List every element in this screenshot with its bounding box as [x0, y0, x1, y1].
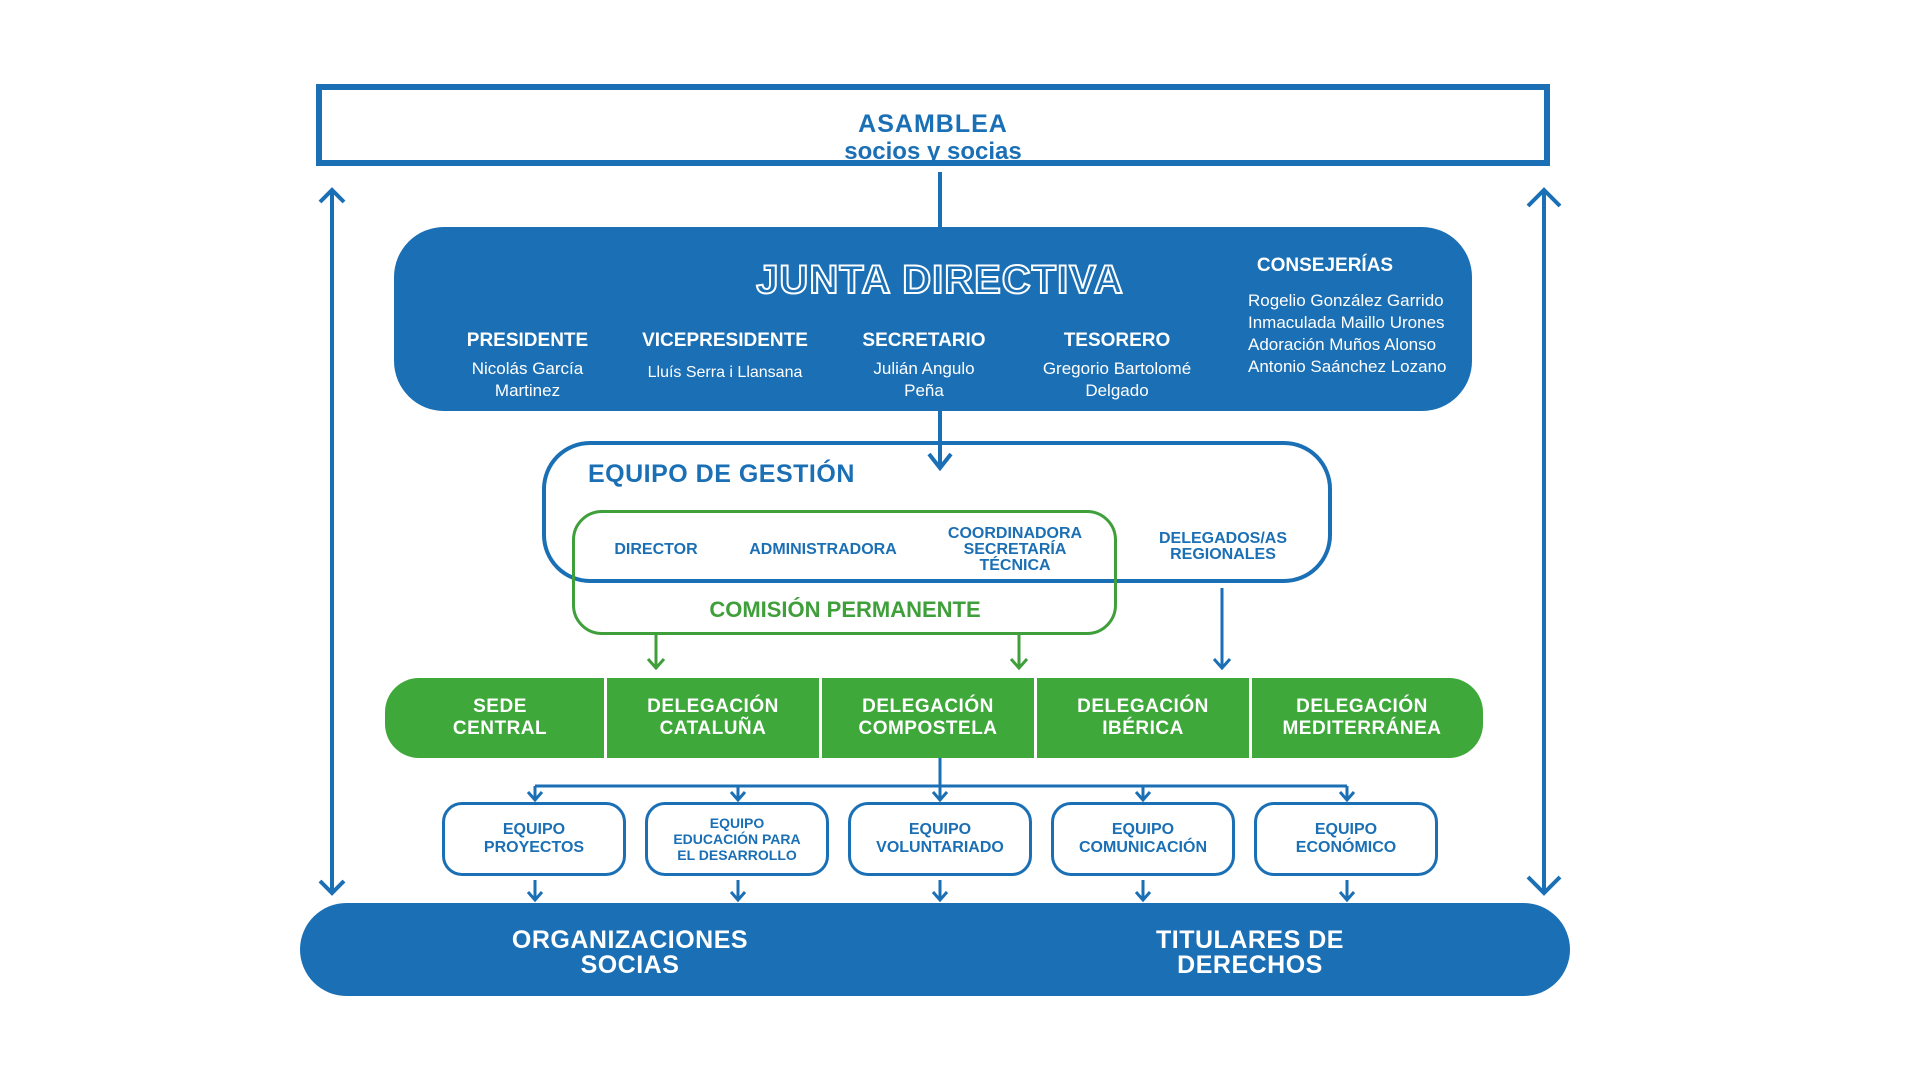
bottom-left-line-1: ORGANIZACIONES	[511, 926, 749, 954]
equipo-proyectos-box: EQUIPO PROYECTOS	[442, 802, 626, 876]
junta-directiva-title: JUNTA DIRECTIVA	[755, 257, 1124, 303]
comision-permanente-title: COMISIÓN PERMANENTE	[709, 597, 981, 622]
equipo-comunicacion-box: EQUIPO COMUNICACIÓN	[1051, 802, 1235, 876]
titulares-derechos-label: TITULARES DE DERECHOS	[1090, 928, 1410, 978]
equipo-gestion-title: EQUIPO DE GESTIÓN	[588, 460, 855, 488]
delegados-line-1: DELEGADOS/AS	[1158, 530, 1287, 547]
consejeria-item: Rogelio González Garrido	[1248, 291, 1444, 310]
asamblea-title: ASAMBLEA	[858, 110, 1008, 138]
delegacion-line-2: CENTRAL	[452, 718, 548, 739]
delegacion-line-1: SEDE	[473, 696, 527, 717]
delegacion-line-1: DELEGACIÓN	[862, 696, 994, 717]
equipo-administradora: ADMINISTRADORA	[749, 541, 897, 558]
consejeria-item: Antonio Saánchez Lozano	[1248, 357, 1447, 376]
equipo-voluntariado-label: EQUIPO VOLUNTARIADO	[876, 821, 1004, 856]
arrows-comision-delegaciones	[646, 632, 1029, 671]
coordinadora-line-1: COORDINADORA	[947, 525, 1083, 542]
delegacion-line-2: CATALUÑA	[659, 718, 767, 739]
delegacion-mediterranea: DELEGACIÓN MEDITERRÁNEA	[1252, 696, 1472, 740]
consejerias-title: CONSEJERÍAS	[1256, 255, 1394, 276]
name-secretario-2: Peña	[904, 381, 944, 400]
delegacion-line-1: DELEGACIÓN	[1077, 696, 1209, 717]
beneficiarios-bar	[300, 903, 1570, 996]
role-tesorero: TESORERO	[1063, 330, 1171, 351]
role-vicepresidente: VICEPRESIDENTE	[642, 330, 808, 351]
equipo-comunicacion-label: EQUIPO COMUNICACIÓN	[1079, 821, 1207, 856]
delegacion-compostela: DELEGACIÓN COMPOSTELA	[822, 696, 1034, 740]
equipo-director: DIRECTOR	[614, 541, 698, 558]
arrow-delegados-delegaciones	[1212, 588, 1232, 671]
bottom-right-line-1: TITULARES DE	[1156, 926, 1344, 954]
delegacion-line-1: DELEGACIÓN	[1296, 696, 1428, 717]
equipo-educacion-label: EQUIPO EDUCACIÓN PARA EL DESARROLLO	[673, 815, 801, 863]
delegacion-sede-central: SEDE CENTRAL	[400, 696, 600, 740]
equipo-coordinadora: COORDINADORA SECRETARÍA TÉCNICA	[930, 526, 1100, 574]
equipo-economico-label: EQUIPO ECONÓMICO	[1295, 821, 1397, 856]
delegacion-divider	[1034, 678, 1037, 758]
coordinadora-line-2: SECRETARÍA	[963, 541, 1067, 558]
bottom-left-line-2: SOCIAS	[580, 951, 680, 979]
equipo-gestion-box	[542, 441, 1332, 583]
name-secretario-1: Julián Angulo	[873, 359, 975, 378]
delegacion-cataluna: DELEGACIÓN CATALUÑA	[607, 696, 819, 740]
bottom-right-line-2: DERECHOS	[1177, 951, 1323, 979]
equipo-voluntariado-box: EQUIPO VOLUNTARIADO	[848, 802, 1032, 876]
consejeria-item: Inmaculada Maillo Urones	[1248, 313, 1445, 332]
name-tesorero-2: Delgado	[1085, 381, 1149, 400]
comision-permanente-box	[572, 510, 1117, 635]
asamblea-box: ASAMBLEA socios y socias	[316, 84, 1550, 166]
organizaciones-socias-label: ORGANIZACIONES SOCIAS	[470, 928, 790, 978]
delegacion-line-1: DELEGACIÓN	[647, 696, 779, 717]
equipo-educacion-box: EQUIPO EDUCACIÓN PARA EL DESARROLLO	[645, 802, 829, 876]
coordinadora-line-3: TÉCNICA	[979, 557, 1051, 574]
equipo-delegados-regionales: DELEGADOS/AS REGIONALES	[1130, 531, 1316, 563]
name-presidente-2: Martinez	[494, 381, 561, 400]
delegados-line-2: REGIONALES	[1170, 546, 1276, 563]
junta-directiva-box	[394, 227, 1472, 411]
delegacion-line-2: COMPOSTELA	[858, 718, 998, 739]
role-presidente: PRESIDENTE	[466, 330, 589, 351]
delegacion-divider	[819, 678, 822, 758]
delegacion-line-2: IBÉRICA	[1102, 718, 1184, 739]
asamblea-subtitle: socios y socias	[844, 138, 1022, 165]
delegaciones-bar	[385, 678, 1483, 758]
double-arrow-right	[1526, 187, 1562, 896]
name-vicepresidente: Lluís Serra i Llansana	[647, 364, 803, 381]
equipo-proyectos-label: EQUIPO PROYECTOS	[483, 821, 585, 856]
delegacion-line-2: MEDITERRÁNEA	[1282, 718, 1442, 739]
delegacion-divider	[604, 678, 607, 758]
arrows-delegaciones-equipos	[526, 758, 1356, 803]
arrows-equipos-bottom	[526, 880, 1356, 903]
role-secretario: SECRETARIO	[862, 330, 986, 351]
name-tesorero-1: Gregorio Bartolomé	[1042, 359, 1192, 378]
double-arrow-left	[318, 187, 346, 896]
delegacion-divider	[1249, 678, 1252, 758]
name-presidente-1: Nicolás García	[471, 359, 584, 378]
delegacion-iberica: DELEGACIÓN IBÉRICA	[1037, 696, 1249, 740]
equipo-economico-box: EQUIPO ECONÓMICO	[1254, 802, 1438, 876]
arrow-junta-equipo	[927, 411, 953, 472]
consejeria-item: Adoración Muños Alonso	[1248, 335, 1437, 354]
